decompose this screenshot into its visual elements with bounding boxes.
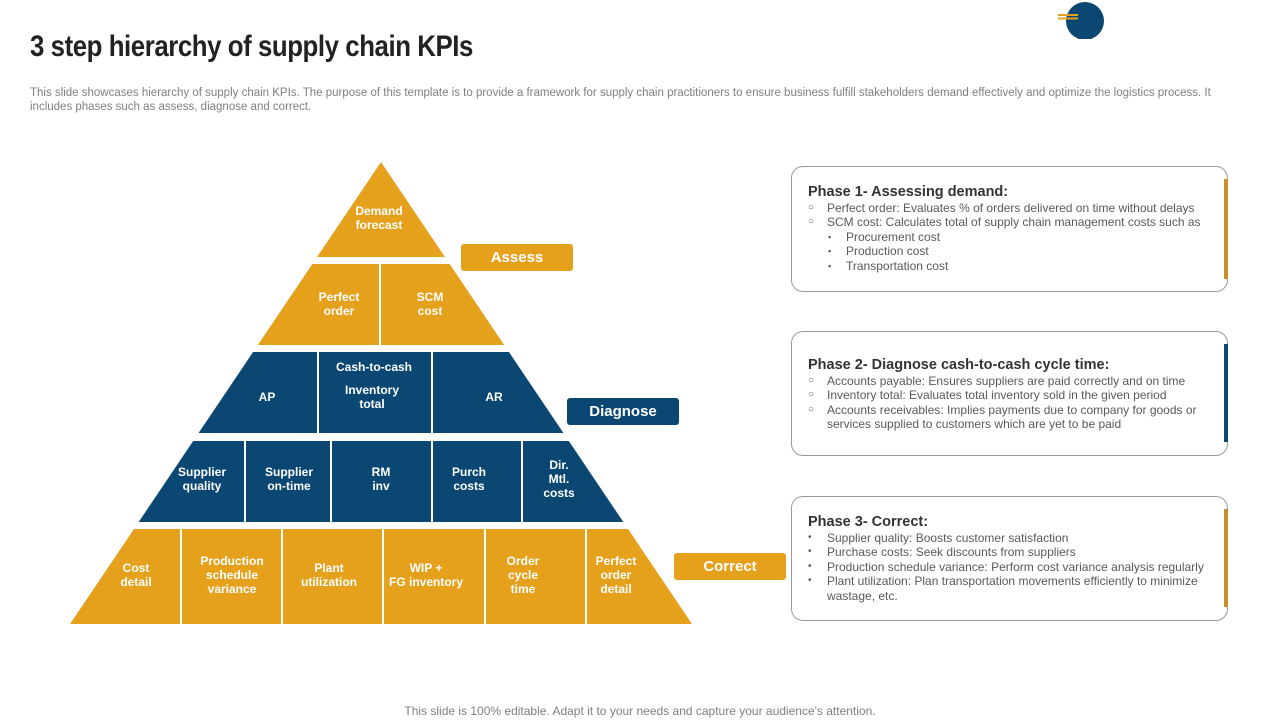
assess-tag: Assess bbox=[461, 244, 573, 271]
segment-cost-detail-shape bbox=[70, 529, 180, 624]
phase-1-subitem: ▪ Transportation cost bbox=[808, 259, 1208, 273]
segment-dir-mtl-costs-shape bbox=[523, 441, 624, 522]
phase-1-card: Phase 1- Assessing demand: ○ Perfect orde… bbox=[791, 166, 1228, 292]
phase-1-subitem-text: Procurement cost bbox=[846, 229, 941, 244]
phase-3-item-text: Supplier quality: Boosts customer satisf… bbox=[827, 531, 1069, 545]
segment-perfect-order-shape bbox=[257, 264, 379, 345]
bullet-marker: • bbox=[808, 532, 812, 543]
segment-dir-mtl-costs: Dir.Mtl.costs bbox=[543, 458, 575, 500]
phase-2-item: ○ Inventory total: Evaluates total invent… bbox=[808, 388, 1208, 402]
phase-2-item: ○ Accounts payable: Ensures suppliers are… bbox=[808, 374, 1208, 388]
diagnose-tag: Diagnose bbox=[567, 398, 679, 425]
phase-3-item: • Plant utilization: Plan transportation … bbox=[808, 574, 1208, 603]
phase-3-item-text: Production schedule variance: Perform co… bbox=[827, 559, 1204, 574]
bullet-marker: ▪ bbox=[828, 246, 832, 257]
segment-purch-costs-shape bbox=[433, 441, 521, 522]
phase-2-item-text: Accounts payable: Ensures suppliers are … bbox=[827, 374, 1186, 388]
phase-1-item: ○ Perfect order: Evaluates % of orders de… bbox=[808, 201, 1208, 215]
phase-1-item-text: Perfect order: Evaluates % of orders del… bbox=[827, 201, 1195, 215]
segment-perfect-order-detail-shape bbox=[587, 529, 692, 624]
bullet-marker: ○ bbox=[808, 202, 815, 213]
segment-supplier-quality-shape bbox=[138, 441, 244, 522]
segment-supplier-on-time-shape bbox=[246, 441, 330, 522]
phase-1-list: ○ Perfect order: Evaluates % of orders de… bbox=[808, 201, 1208, 273]
correct-tag: Correct bbox=[674, 553, 786, 580]
phase-3-card: Phase 3- Correct: • Supplier quality: Boo… bbox=[791, 496, 1228, 621]
page-subtitle: This slide showcases hierarchy of supply… bbox=[30, 87, 1211, 113]
phase-1-subitem-text: Production cost bbox=[846, 244, 929, 259]
segment-ar-shape bbox=[433, 352, 564, 433]
phase-2-item-text: Inventory total: Evaluates total invento… bbox=[827, 388, 1167, 403]
phase-1-subitem-text: Transportation cost bbox=[846, 258, 949, 273]
segment-ap-shape bbox=[198, 352, 317, 433]
pyramid-level-1 bbox=[317, 162, 445, 257]
phase-2-item: ○ Accounts receivables: Implies payments … bbox=[808, 403, 1208, 432]
bullet-marker: ▪ bbox=[828, 260, 832, 271]
bullet-marker: • bbox=[808, 560, 812, 572]
segment-plant-utilization-shape bbox=[283, 529, 382, 624]
bullet-marker: ○ bbox=[808, 375, 815, 386]
bullet-marker: ○ bbox=[808, 403, 815, 415]
page-title: 3 step hierarchy of supply chain KPIs bbox=[30, 30, 473, 63]
phase-3-item: • Supplier quality: Boosts customer satis… bbox=[808, 531, 1208, 545]
phase-3-item-text: Purchase costs: Seek discounts from supp… bbox=[827, 545, 1076, 560]
phase-3-item: • Production schedule variance: Perform c… bbox=[808, 560, 1208, 574]
phase-3-accent bbox=[1224, 509, 1228, 607]
segment-wip-fg-inventory-shape bbox=[384, 529, 484, 624]
phase-2-accent bbox=[1224, 344, 1228, 442]
company-logo bbox=[1058, 2, 1104, 39]
phase-1-accent bbox=[1224, 179, 1228, 279]
phase-2-card: Phase 2- Diagnose cash-to-cash cycle tim… bbox=[791, 331, 1228, 456]
phase-1-item-text: SCM cost: Calculates total of supply cha… bbox=[827, 215, 1201, 230]
segment-cash-to-cash-shape bbox=[319, 352, 431, 433]
phase-1-item: ○ SCM cost: Calculates total of supply ch… bbox=[808, 215, 1208, 229]
bullet-marker: ○ bbox=[808, 389, 815, 401]
segment-ar: AR bbox=[485, 390, 503, 404]
bullet-marker: • bbox=[808, 546, 812, 558]
phase-1-title: Phase 1- Assessing demand: bbox=[808, 184, 1009, 200]
phase-1-subitem: ▪ Production cost bbox=[808, 244, 1208, 258]
bullet-marker: ▪ bbox=[828, 231, 832, 242]
phase-2-list: ○ Accounts payable: Ensures suppliers are… bbox=[808, 374, 1208, 432]
phase-3-item-text: Plant utilization: Plan transportation m… bbox=[827, 574, 1198, 603]
bullet-marker: • bbox=[808, 575, 812, 587]
segment-production-schedule-variance-shape bbox=[182, 529, 281, 624]
phase-3-title: Phase 3- Correct: bbox=[808, 514, 929, 530]
segment-ap: AP bbox=[259, 390, 276, 404]
phase-1-subitem: ▪ Procurement cost bbox=[808, 230, 1208, 244]
phase-2-item-text: Accounts receivables: Implies payments d… bbox=[827, 402, 1197, 432]
phase-3-list: • Supplier quality: Boosts customer satis… bbox=[808, 531, 1208, 603]
phase-3-item: • Purchase costs: Seek discounts from sup… bbox=[808, 545, 1208, 559]
segment-wip-fg-inventory: WIP +FG inventory bbox=[389, 561, 463, 589]
segment-cash-to-cash-header: Cash-to-cash bbox=[336, 360, 412, 374]
phase-2-title: Phase 2- Diagnose cash-to-cash cycle tim… bbox=[808, 357, 1110, 373]
segment-order-cycle-time-shape bbox=[486, 529, 585, 624]
segment-rm-inv-shape bbox=[332, 441, 431, 522]
bullet-marker: ○ bbox=[808, 216, 815, 228]
footer-note: This slide is 100% editable. Adapt it to… bbox=[404, 704, 876, 718]
segment-scm-cost-shape bbox=[381, 264, 505, 345]
